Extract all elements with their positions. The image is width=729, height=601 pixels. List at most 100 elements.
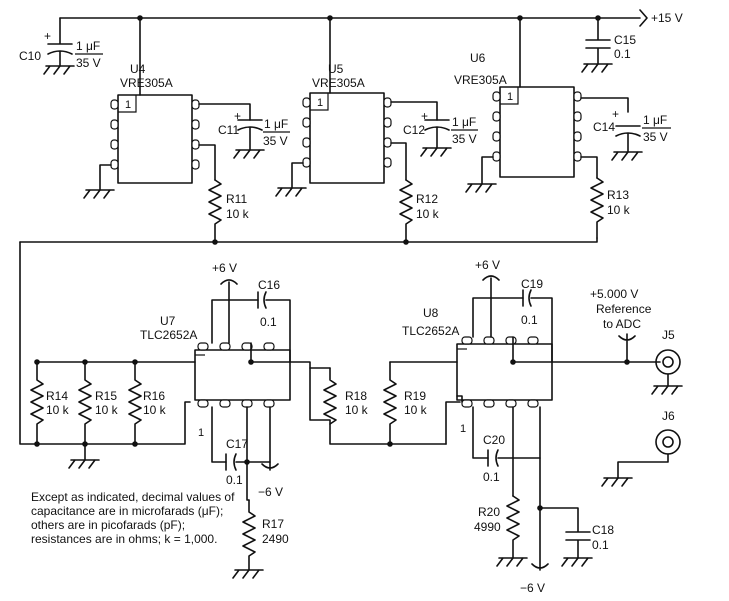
ground-symbol [83,189,115,199]
svg-text:35 V: 35 V [263,134,288,148]
capacitor-c15: C15 0.1 [581,17,636,73]
svg-text:C10: C10 [19,49,41,63]
svg-text:C18: C18 [592,523,614,537]
svg-text:0.1: 0.1 [614,47,631,61]
ground-symbol [611,151,643,161]
rail-plus15-label: +15 V [651,11,683,25]
ic-u5: U5 VRE305A 1 [275,17,438,197]
svg-text:0.1: 0.1 [226,473,243,487]
ground-symbol [561,557,593,567]
svg-text:1: 1 [460,423,466,435]
reference-output-label: +5.000 V Reference to ADC [590,287,652,363]
ground-symbol [581,63,613,73]
resistor-r17: R17 2490 [232,499,289,579]
svg-text:U5: U5 [328,62,344,76]
svg-text:R14: R14 [46,389,68,403]
svg-text:J6: J6 [662,409,675,423]
ground-symbol [43,65,75,75]
resistor-r14: R14 10 k [30,361,70,445]
svg-text:10 k: 10 k [345,403,369,417]
svg-text:10 k: 10 k [143,403,167,417]
svg-text:10 k: 10 k [226,207,250,221]
svg-text:R19: R19 [404,389,426,403]
svg-text:C17: C17 [226,437,248,451]
svg-text:1: 1 [317,97,323,109]
svg-text:−6 V: −6 V [520,581,545,595]
schematic-note: Except as indicated, decimal values of c… [31,490,235,546]
svg-text:Reference: Reference [596,302,652,316]
svg-text:+: + [612,107,619,121]
svg-text:10 k: 10 k [46,403,70,417]
ground-symbol [496,557,528,567]
ground-symbol [651,385,683,395]
ic-u4: U4 VRE305A 1 [83,17,251,199]
svg-text:1 μF: 1 μF [452,115,476,129]
ground-symbol [233,149,265,159]
svg-text:to ADC: to ADC [603,317,641,331]
svg-text:R12: R12 [416,192,438,206]
svg-text:+6 V: +6 V [475,258,500,272]
ic-u7: U7 TLC2652A 1 +6 V C16 0.1 C17 0.1 −6 V [140,261,391,501]
svg-text:+6 V: +6 V [212,261,237,275]
capacitor-c11: + C11 1 μF 35 V [218,109,290,159]
svg-text:R11: R11 [226,192,247,206]
svg-text:35 V: 35 V [452,132,477,146]
svg-text:0.1: 0.1 [521,313,538,327]
resistor-r11: R11 10 k [208,179,250,243]
svg-text:35 V: 35 V [76,56,101,70]
svg-text:10 k: 10 k [607,203,631,217]
svg-text:+: + [234,109,241,123]
svg-text:J5: J5 [662,328,675,342]
capacitor-c14: + C14 1 μF 35 V [593,107,671,161]
svg-text:C11: C11 [218,123,239,137]
svg-text:U6: U6 [470,51,486,65]
svg-text:1: 1 [507,91,513,103]
svg-text:R17: R17 [262,517,284,531]
ic-u8: U8 TLC2652A 1 +6 V C19 0.1 C20 0.1 −6 V [389,258,661,595]
svg-text:U7: U7 [160,314,176,328]
ic-u6: U6 VRE305A 1 [454,17,629,193]
rail-plus15: +15 V [59,9,683,27]
ground-symbol [68,459,100,469]
resistor-r16: R16 10 k [128,361,167,445]
capacitor-c10: + C10 1 μF 35 V [19,17,103,75]
resistor-r19: R19 10 k [383,361,447,447]
svg-text:R16: R16 [143,389,165,403]
svg-text:VRE305A: VRE305A [312,76,365,90]
svg-text:−6 V: −6 V [258,485,283,499]
svg-text:35 V: 35 V [643,130,668,144]
svg-text:C14: C14 [593,120,615,134]
summing-bus [19,237,598,445]
svg-text:1: 1 [125,99,131,111]
resistor-r13: R13 10 k [590,177,631,239]
svg-text:VRE305A: VRE305A [454,73,507,87]
svg-text:+: + [44,29,51,43]
svg-text:10 k: 10 k [416,207,440,221]
svg-text:C19: C19 [521,277,543,291]
svg-text:R18: R18 [345,389,367,403]
resistor-r18: R18 10 k [309,367,369,425]
svg-text:C15: C15 [614,33,636,47]
ground-symbol [420,147,452,157]
svg-text:R15: R15 [95,389,117,403]
svg-text:1 μF: 1 μF [76,39,100,53]
svg-text:1 μF: 1 μF [643,113,667,127]
svg-text:+: + [421,109,428,123]
svg-text:C16: C16 [258,278,280,292]
ground-symbol [601,477,633,487]
ground-symbol [465,183,497,193]
svg-text:U4: U4 [130,62,146,76]
svg-text:C12: C12 [403,123,425,137]
svg-text:R20: R20 [478,505,500,519]
svg-text:R13: R13 [607,188,629,202]
svg-text:VRE305A: VRE305A [120,76,173,90]
svg-text:0.1: 0.1 [260,315,277,329]
svg-text:+5.000 V: +5.000 V [590,287,638,301]
resistor-r20: R20 4990 [474,495,528,567]
input-bus-u7 [34,359,196,469]
svg-text:10 k: 10 k [404,403,428,417]
ground-symbol [275,187,307,197]
svg-text:0.1: 0.1 [483,470,500,484]
svg-text:U8: U8 [423,306,439,320]
